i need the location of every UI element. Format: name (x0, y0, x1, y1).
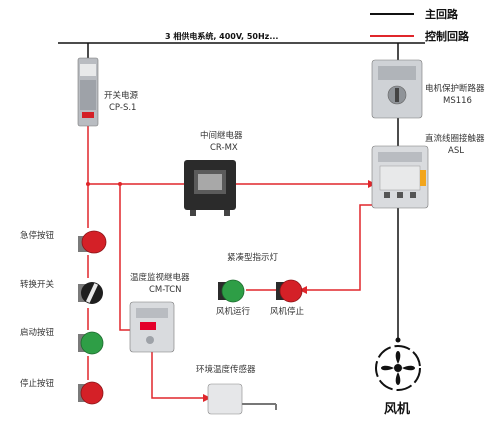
contactor-device (371, 145, 429, 209)
control-wiring (87, 126, 378, 399)
arrow-to-sensor (203, 394, 211, 402)
main-arrow-dot (395, 337, 401, 343)
temp-relay-device (129, 301, 175, 353)
temp-sensor-label: 环境温度传感器 (196, 365, 256, 375)
relay-name: 中间继电器 (200, 131, 243, 141)
breaker-name: 电机保护断路器 (425, 84, 485, 94)
fan-icon (375, 345, 421, 391)
contactor-model: ASL (448, 146, 464, 156)
temp-relay-model: CM-TCN (149, 285, 182, 295)
legend-control-label: 控制回路 (425, 30, 469, 43)
fan-stop-label: 风机停止 (270, 307, 305, 317)
selector-switch-device (78, 282, 103, 304)
fan-label: 风机 (384, 402, 411, 417)
start-button-label: 启动按钮 (20, 328, 55, 338)
start-button-device (78, 331, 104, 355)
power-switch-model: CP-S.1 (109, 103, 137, 113)
temp-sensor-device (207, 383, 277, 415)
stop-button-device (78, 381, 104, 405)
emergency-stop-label: 急停按钮 (20, 231, 55, 241)
ctrl-temp-to-sensor (151, 350, 205, 399)
fan-run-label: 风机运行 (216, 307, 251, 317)
supply-label: 3 相供电系统, 400V, 50Hz... (165, 32, 279, 41)
stop-button-label: 停止按钮 (20, 379, 55, 389)
power-switch-device (77, 57, 99, 127)
junction-dot (118, 182, 122, 186)
breaker-model: MS116 (443, 96, 472, 106)
arrow-to-indicator (299, 286, 307, 294)
junction-dot-2 (86, 182, 90, 186)
legend-main-label: 主回路 (425, 8, 458, 21)
ctrl-contactor-to-lights (305, 204, 378, 291)
relay-model: CR-MX (210, 143, 238, 153)
intermediate-relay-device (184, 160, 236, 216)
ctrl-switch-down (87, 126, 120, 185)
indicator-group-label: 紧凑型指示灯 (227, 253, 279, 263)
motor-breaker-device (371, 59, 423, 119)
contactor-name: 直流线圈接触器 (425, 134, 485, 144)
fan-run-light-device (218, 279, 245, 303)
selector-switch-label: 转换开关 (20, 280, 55, 290)
temp-relay-name: 温度监视继电器 (130, 273, 190, 283)
emergency-stop-device (78, 230, 107, 254)
ctrl-to-temp-relay (119, 184, 130, 331)
power-switch-name: 开关电源 (104, 91, 139, 101)
fan-stop-light-device (276, 279, 303, 303)
